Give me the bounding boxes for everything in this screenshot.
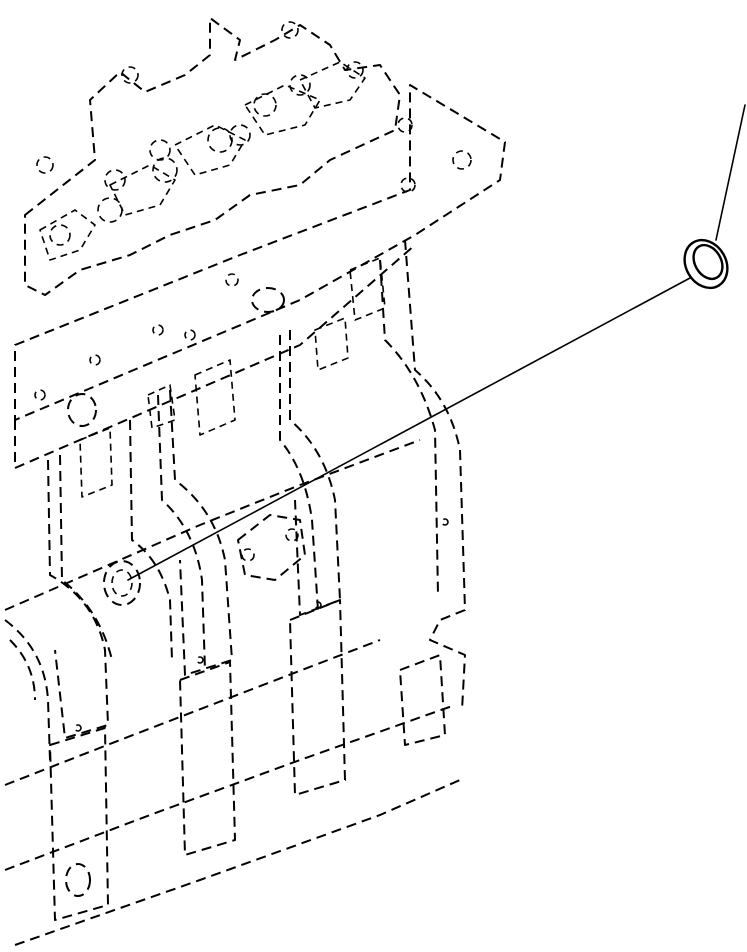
- block-right-wall: [404, 239, 466, 711]
- head-port-4: [244, 84, 321, 136]
- deck-bolt: [152, 324, 164, 336]
- seal-ring-inner: [692, 243, 724, 281]
- side-lug-4: [79, 427, 113, 498]
- flange-bolt: [285, 528, 299, 542]
- cover-flange: [237, 514, 306, 581]
- top-deck-plate: [14, 84, 506, 421]
- deck-side-port: [67, 393, 97, 427]
- rib-2-inner: [59, 454, 113, 661]
- block-bottom-edge: [14, 779, 461, 946]
- head-bolt: [49, 224, 71, 246]
- lower-panel-3: [49, 727, 109, 921]
- head-port-5: [299, 61, 366, 109]
- deck-bolt: [89, 354, 101, 366]
- side-lug-2: [314, 317, 349, 371]
- flange-bolt: [241, 548, 255, 562]
- head-bolt: [281, 21, 299, 39]
- detail-dot: [314, 601, 322, 609]
- head-bolt: [207, 127, 233, 153]
- detail-dot: [196, 656, 204, 664]
- top-deck-edge: [14, 244, 416, 469]
- drain-boss: [65, 863, 91, 897]
- head-bolt: [97, 197, 123, 223]
- rib-4: [289, 330, 341, 616]
- deck-bolt: [400, 177, 416, 193]
- head-bolt: [121, 66, 139, 84]
- crankcase-curve: [4, 619, 51, 761]
- deck-bolt: [184, 329, 196, 341]
- head-bolt: [253, 93, 277, 117]
- head-bolt: [346, 61, 364, 79]
- side-lug-5: [147, 384, 176, 429]
- head-bolt: [104, 169, 126, 191]
- head-port-1: [39, 209, 96, 261]
- head-bolt: [149, 139, 171, 161]
- seal-ring-part: [683, 238, 729, 290]
- head-port-2: [109, 164, 176, 216]
- seal-bore: [103, 560, 141, 606]
- callout-leader-line: [715, 104, 746, 241]
- rib-3-inner: [157, 394, 206, 671]
- head-bolt: [152, 157, 178, 183]
- block-lower-diagonal-3: [4, 704, 456, 871]
- block-lower-diagonal-1: [4, 439, 421, 611]
- rib-3: [169, 389, 233, 676]
- seal-bore-inner: [111, 569, 133, 597]
- crankcase-curve-inner: [9, 639, 36, 701]
- head-bolt: [289, 74, 311, 96]
- cylinder-head-outline: [24, 17, 401, 296]
- head-bolt: [36, 156, 54, 174]
- deck-bolt: [34, 389, 46, 401]
- head-port-3: [174, 124, 246, 176]
- lower-panel-1: [289, 599, 346, 796]
- block-right-wall-inner: [379, 259, 439, 596]
- deck-bolt: [452, 150, 472, 170]
- side-lug-3: [194, 359, 236, 436]
- lower-panel-2: [179, 661, 236, 856]
- rib-4-inner: [279, 335, 319, 611]
- rib-2: [47, 459, 109, 739]
- detail-dot: [441, 518, 449, 526]
- engine-block-phantom: [4, 17, 506, 946]
- block-lower-diagonal-2: [4, 639, 381, 786]
- deck-bolt: [225, 273, 239, 287]
- deck-side-port: [251, 287, 285, 313]
- assembly-center-line: [127, 277, 691, 581]
- detail-dot: [74, 724, 82, 732]
- rib-1: [129, 419, 173, 661]
- deck-bolt: [397, 117, 413, 133]
- head-bolt: [229, 124, 251, 146]
- mount-boss: [399, 654, 446, 746]
